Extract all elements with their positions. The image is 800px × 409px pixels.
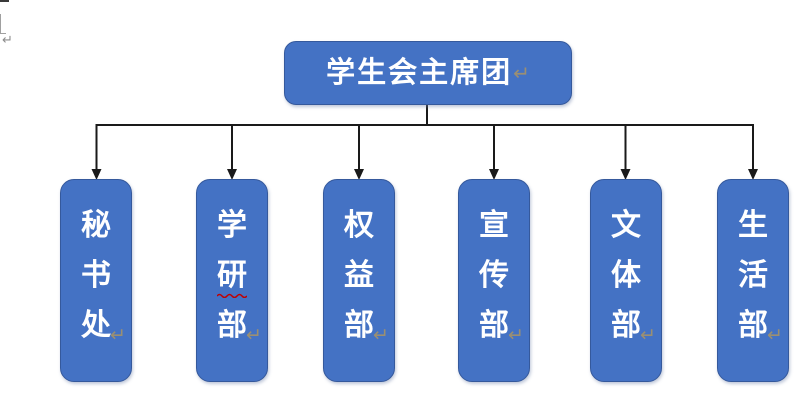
spellcheck-wavy-underline: [217, 293, 247, 298]
text-boundary-mark: [0, 14, 6, 34]
org-box-label: 学 研 部 ↵: [217, 208, 262, 346]
org-box-label: 文 体 部 ↵: [611, 208, 656, 346]
org-box-publicity[interactable]: 宣 传 部 ↵: [458, 179, 530, 382]
paragraph-mark-icon: ↵: [110, 323, 126, 346]
org-box-label: 生 活 部 ↵: [738, 208, 783, 346]
org-box-presidium[interactable]: 学生会主席团 ↵: [284, 41, 572, 105]
org-box-label: 权 益 部 ↵: [344, 208, 389, 346]
paragraph-mark-icon: ↵: [513, 61, 530, 85]
page-edge-dash: [0, 0, 9, 2]
paragraph-mark-icon: ↵: [767, 323, 783, 346]
paragraph-mark-icon: ↵: [373, 323, 389, 346]
paragraph-mark-icon: ↵: [640, 323, 656, 346]
org-box-rights[interactable]: 权 益 部 ↵: [323, 179, 395, 382]
org-box-culture-sports[interactable]: 文 体 部 ↵: [590, 179, 662, 382]
org-box-study-research[interactable]: 学 研 部 ↵: [196, 179, 268, 382]
org-box-secretariat[interactable]: 秘 书 处 ↵: [60, 179, 132, 382]
org-box-presidium-label: 学生会主席团: [326, 56, 513, 89]
org-box-label: 秘 书 处 ↵: [81, 208, 126, 346]
paragraph-mark-icon: ↵: [2, 33, 13, 48]
paragraph-mark-icon: ↵: [508, 323, 524, 346]
org-box-daily-life[interactable]: 生 活 部 ↵: [717, 179, 789, 382]
org-box-label: 宣 传 部 ↵: [479, 208, 524, 346]
paragraph-mark-icon: ↵: [246, 323, 262, 346]
